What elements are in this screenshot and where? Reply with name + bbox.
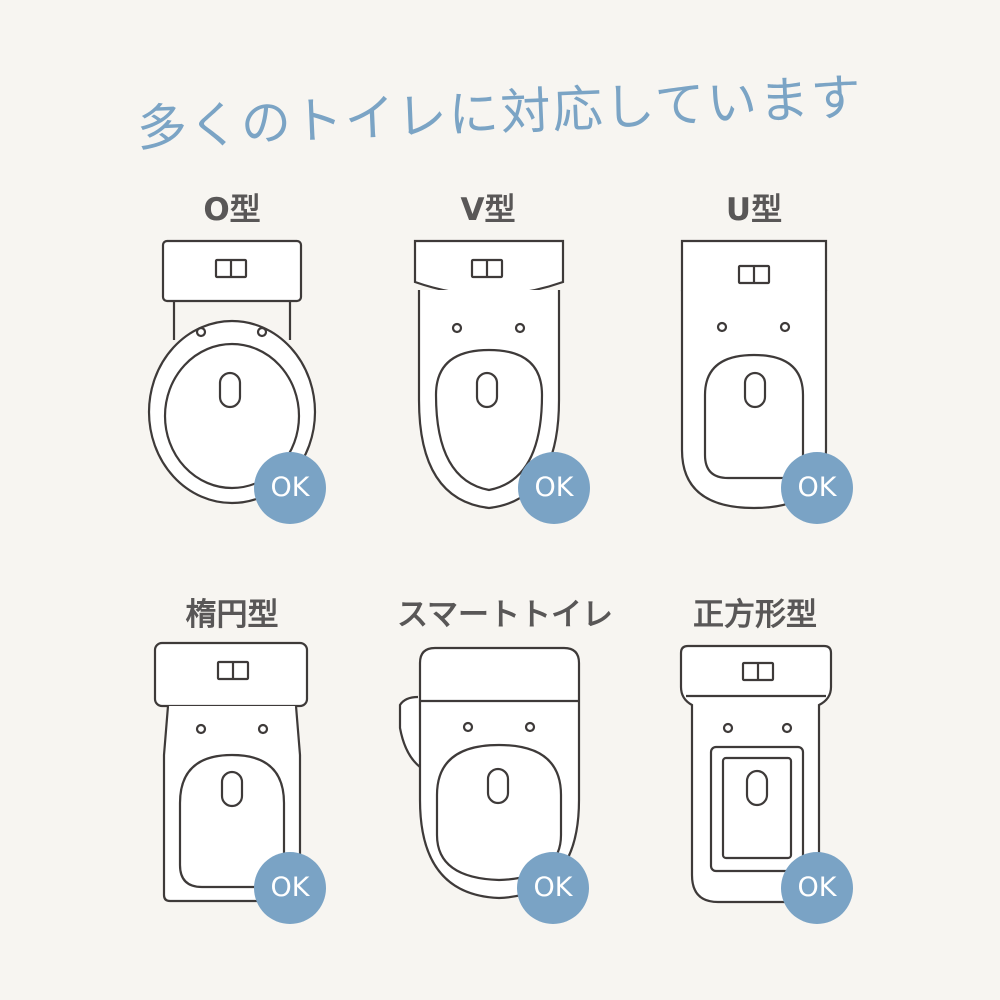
ok-badge: OK [518, 452, 590, 524]
toilet-type-label: O型 [203, 192, 261, 228]
headline: 多くのトイレに対応しています [0, 62, 1000, 172]
ok-badge: OK [254, 452, 326, 524]
ok-badge: OK [781, 452, 853, 524]
toilet-type-label: V型 [460, 192, 516, 228]
toilet-card-u-type: U型 OK [604, 190, 904, 550]
toilet-card-smart-toilet: スマートトイレ OK [355, 595, 655, 955]
toilet-type-label: 楕円型 [185, 597, 279, 633]
ok-badge: OK [254, 852, 326, 924]
v-type-toilet-icon [413, 239, 565, 510]
o-type-toilet-icon [147, 239, 317, 505]
ok-badge: OK [781, 852, 853, 924]
toilet-type-label: スマートトイレ [396, 597, 614, 633]
toilet-card-v-type: V型 OK [338, 190, 638, 550]
u-type-toilet-icon [680, 239, 828, 510]
toilet-card-ellipse-type: 楕円型 OK [82, 595, 382, 955]
square-type-toilet-icon [679, 644, 833, 904]
smart-toilet-icon [398, 646, 581, 900]
toilet-type-label: 正方形型 [693, 597, 817, 633]
toilet-card-square-type: 正方形型 OK [605, 595, 905, 955]
toilet-card-o-type: O型 OK [82, 190, 382, 550]
ellipse-type-toilet-icon [153, 641, 309, 903]
headline-text: 多くのトイレに対応しています [136, 68, 864, 158]
ok-badge: OK [517, 852, 589, 924]
toilet-type-label: U型 [725, 192, 783, 228]
